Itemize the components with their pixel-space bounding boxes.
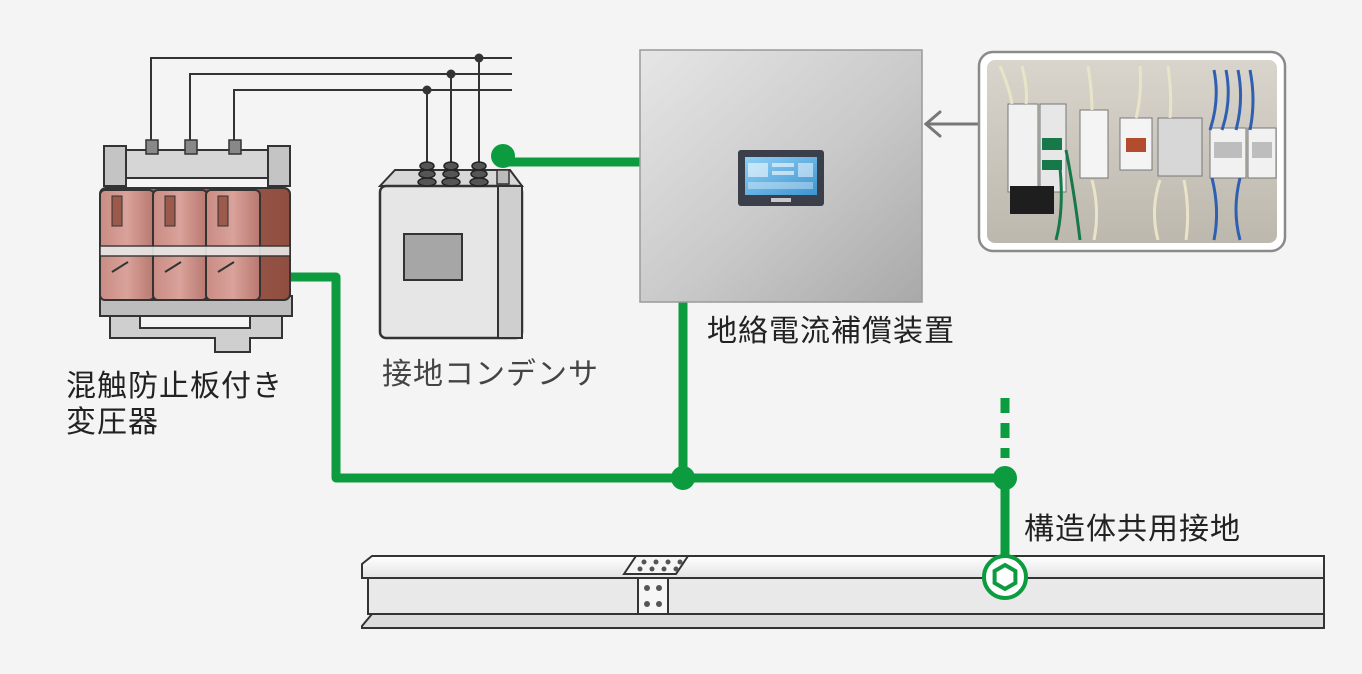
compensator-label: 地絡電流補償装置 <box>707 314 955 349</box>
transformer-label-line2: 変圧器 <box>66 405 159 440</box>
transformer-illustration <box>99 139 293 353</box>
compensator-panel <box>639 49 923 303</box>
steel-beam <box>361 554 1325 629</box>
capacitor-illustration <box>377 161 524 340</box>
capacitor-label: 接地コンデンサ <box>382 357 599 392</box>
transformer-label-line1: 混触防止板付き <box>66 369 283 404</box>
power-lines <box>150 57 512 170</box>
pointer-arrow <box>923 110 980 138</box>
line-junction-dots <box>422 53 484 95</box>
common-ground-label: 構造体共用接地 <box>1024 512 1241 547</box>
panel-interior-photo <box>977 50 1287 253</box>
